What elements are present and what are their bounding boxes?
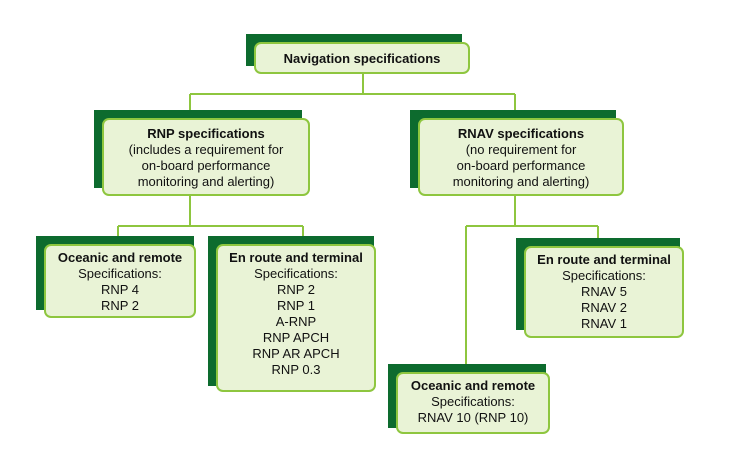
node-line: RNAV 1 [581,316,627,331]
node-box: En route and terminal Specifications: RN… [524,246,684,338]
node-box: En route and terminal Specifications: RN… [216,244,376,392]
node-line: on-board performance [456,158,586,173]
node-title: RNAV specifications [457,126,585,141]
node-line: A-RNP [275,314,317,329]
node-line: RNP 4 [100,282,140,297]
connector-rnp-to-children [117,194,304,240]
node-line: Specifications: [562,268,646,283]
node-title: RNP specifications [147,126,265,141]
node-title: Oceanic and remote [57,250,183,265]
node-box: RNAV specifications (no requirement for … [418,118,624,196]
connector-rnav-to-children [465,194,599,370]
node-box: Oceanic and remote Specifications: RNP 4… [44,244,196,318]
node-line: RNAV 2 [581,300,627,315]
node-line: RNP APCH [262,330,330,345]
node-box: Navigation specifications [254,42,470,74]
node-line: RNAV 5 [581,284,627,299]
node-line: RNAV 10 (RNP 10) [417,410,529,425]
node-box: Oceanic and remote Specifications: RNAV … [396,372,550,434]
node-line: RNP 0.3 [271,362,321,377]
node-line: Specifications: [431,394,515,409]
node-line: monitoring and alerting) [137,174,275,189]
node-line: RNP 2 [100,298,140,313]
node-line: Specifications: [254,266,338,281]
node-line: (no requirement for [465,142,577,157]
node-title: Navigation specifications [283,51,441,66]
node-line: on-board performance [141,158,271,173]
node-line: monitoring and alerting) [452,174,590,189]
node-line: (includes a requirement for [128,142,284,157]
node-line: RNP 2 [276,282,316,297]
node-title: Oceanic and remote [410,378,536,393]
node-line: RNP AR APCH [252,346,340,361]
node-title: En route and terminal [537,252,671,267]
node-box: RNP specifications (includes a requireme… [102,118,310,196]
connector-root-to-branches [189,74,516,118]
node-line: RNP 1 [276,298,316,313]
node-title: En route and terminal [229,250,363,265]
node-line: Specifications: [78,266,162,281]
